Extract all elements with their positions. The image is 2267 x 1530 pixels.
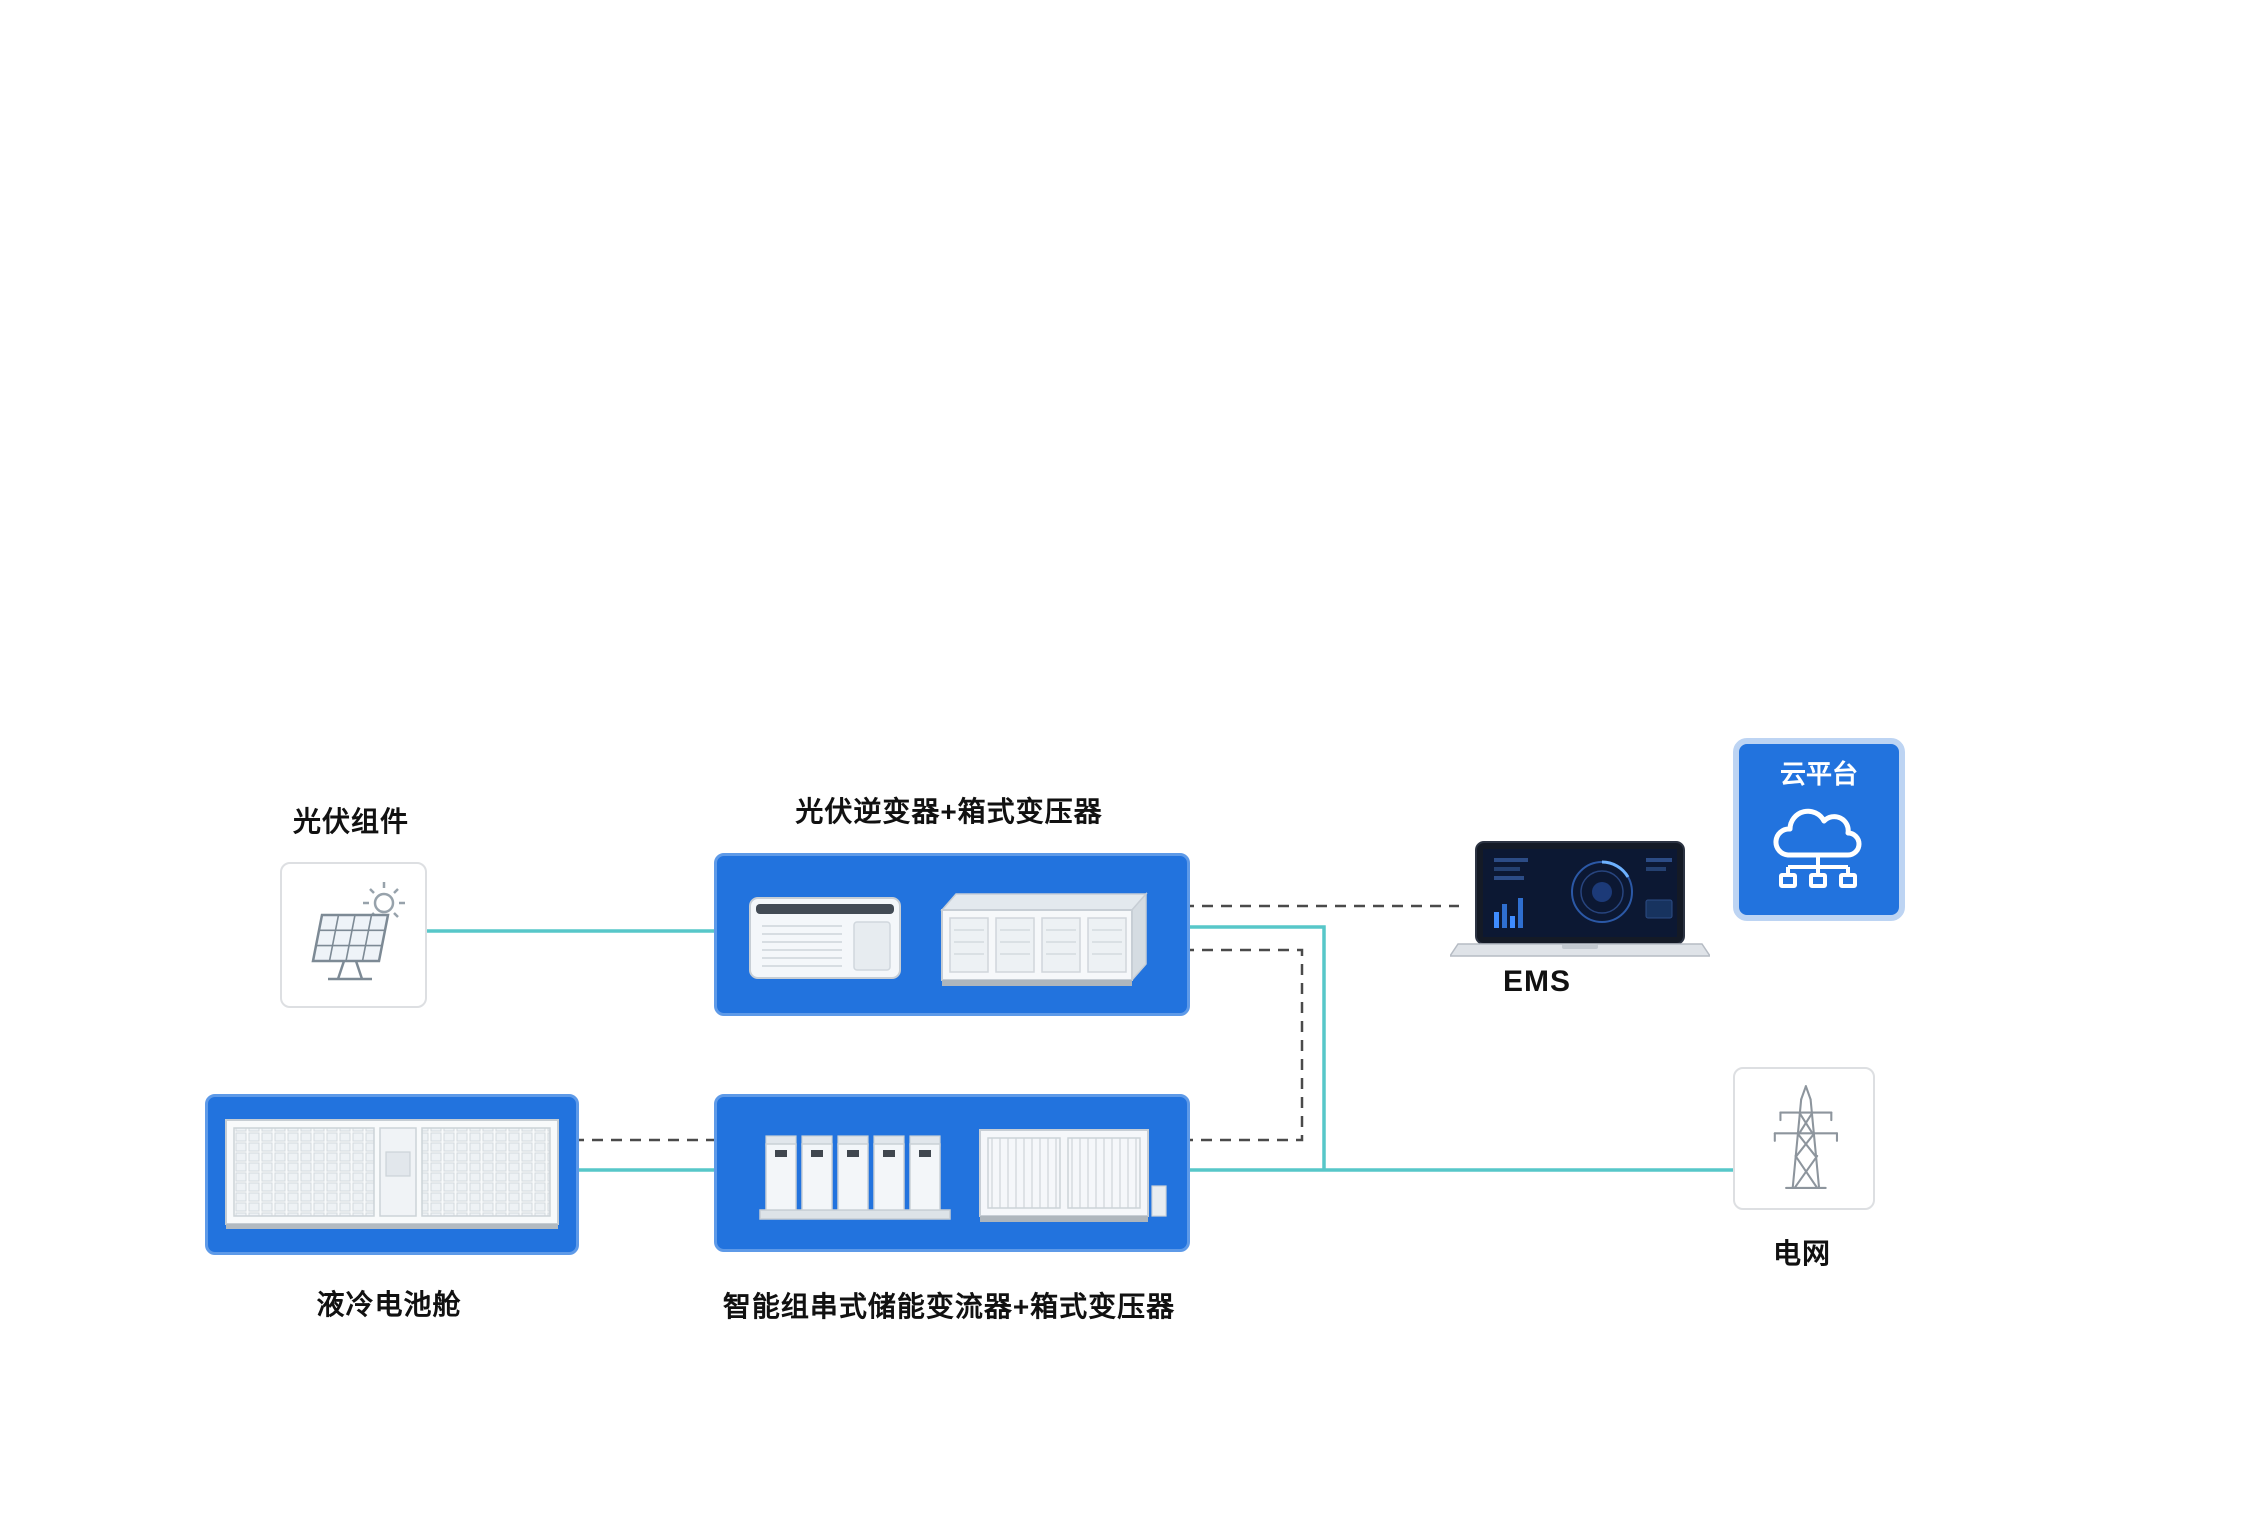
pv-inverter-label: 光伏逆变器+箱式变压器: [795, 796, 1103, 827]
converter-container-icon: [979, 1129, 1167, 1222]
storage-converter-label: 智能组串式储能变流器+箱式变压器: [722, 1291, 1176, 1322]
pv-module-label: 光伏组件: [292, 806, 409, 837]
grid-tower-icon: [1773, 1085, 1839, 1189]
cloud-platform-label: 云平台: [1779, 759, 1858, 789]
grid-label: 电网: [1772, 1238, 1831, 1269]
solar-panel-icon: [311, 882, 405, 981]
pv-inverter-equipment: [749, 891, 1148, 986]
storage-converter-icon: [759, 1129, 1167, 1222]
ems-laptop: [1448, 840, 1712, 962]
cloud-network-icon: [1773, 808, 1862, 888]
grid-box: [1733, 1067, 1875, 1210]
battery-label: 液冷电池舱: [316, 1289, 462, 1320]
storage-converter-box: [714, 1094, 1190, 1252]
ems-label: EMS: [1502, 965, 1571, 998]
cloud-platform-box: 云平台: [1733, 738, 1905, 921]
transformer-container-icon: [940, 891, 1148, 986]
inverter-to-converter-comm-line: [1183, 948, 1304, 1142]
inverter-icon: [749, 896, 901, 979]
inverter-to-grid-line: [1183, 925, 1326, 1170]
pv-inverter-box: [714, 853, 1190, 1016]
pv-module-box: [280, 862, 427, 1008]
battery-box: [205, 1094, 579, 1255]
ems-laptop-icon: [1448, 841, 1712, 957]
battery-container-icon: [225, 1119, 559, 1229]
